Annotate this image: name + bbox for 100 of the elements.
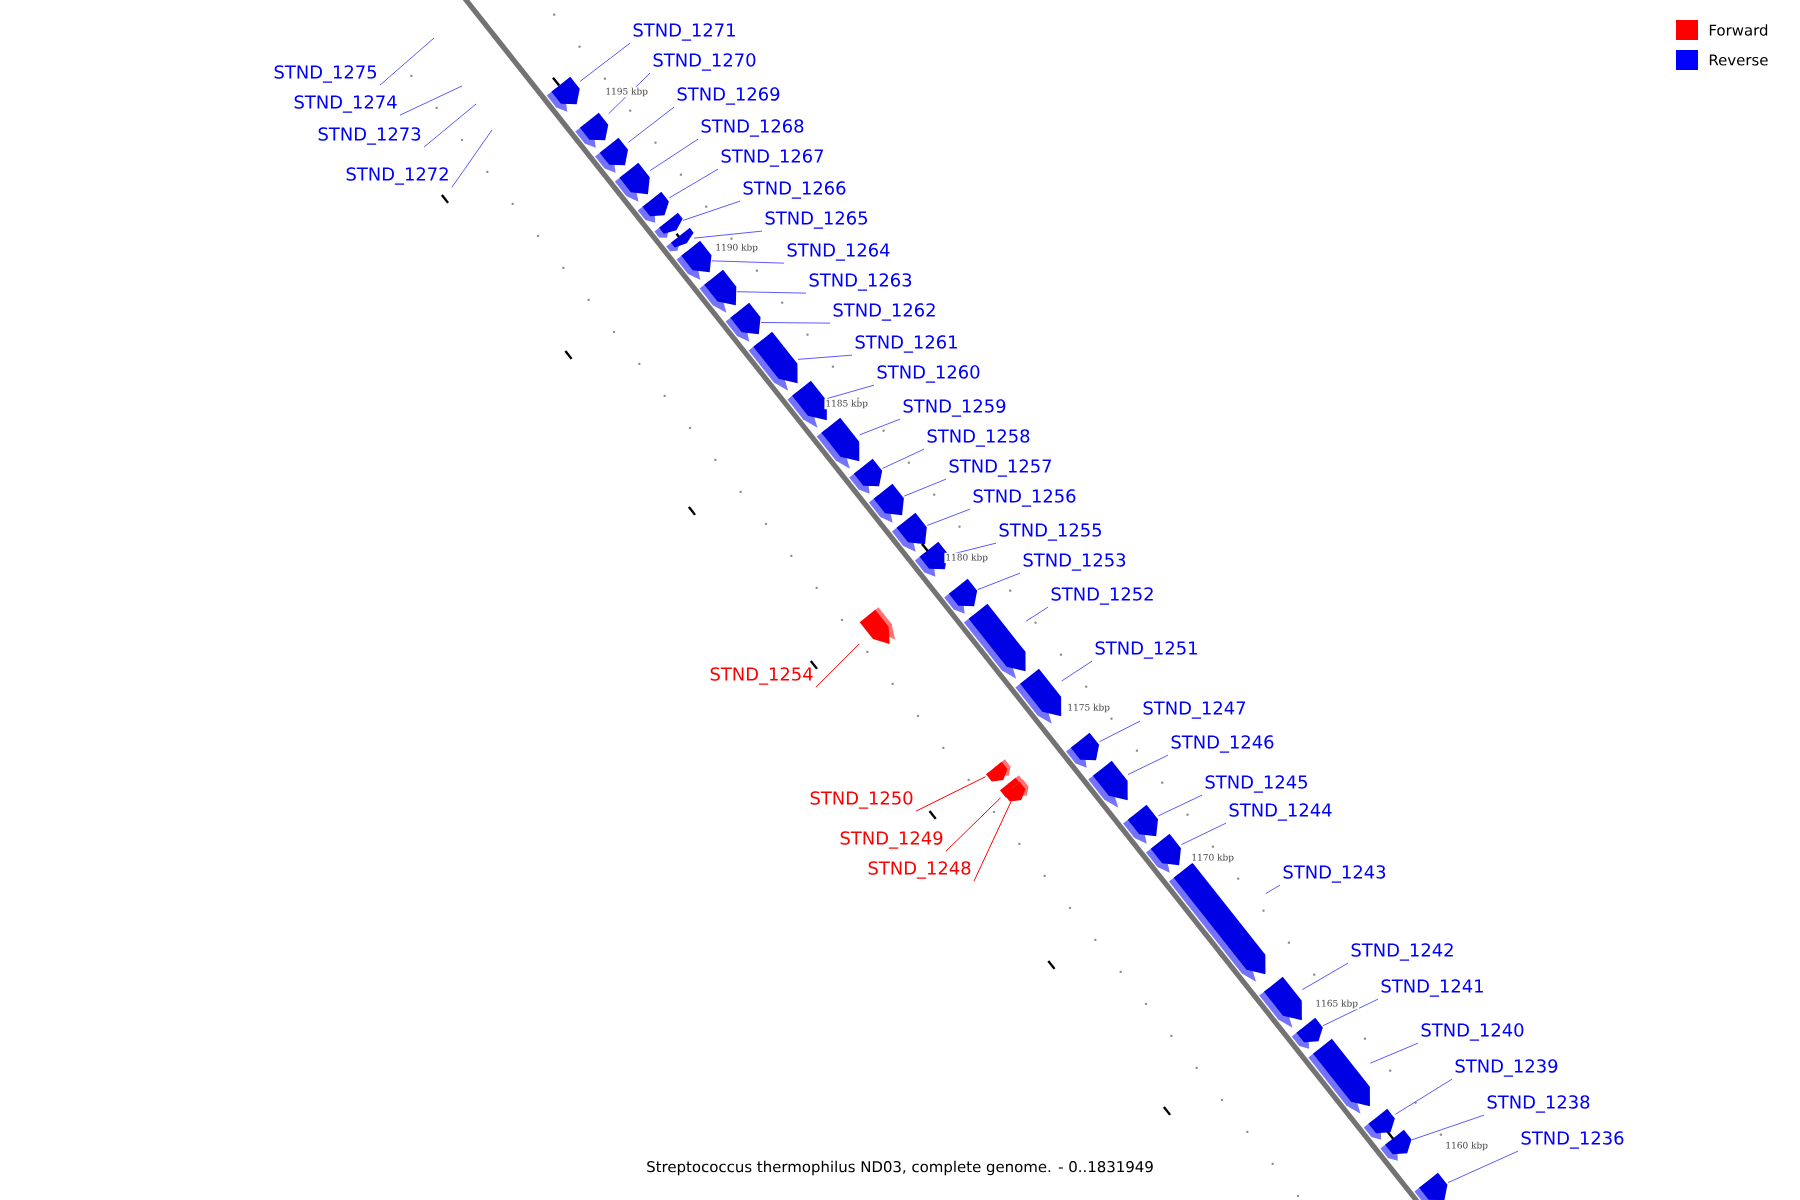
gene-label: STND_1265 xyxy=(765,211,867,229)
gene-feature xyxy=(676,240,712,280)
leader-line xyxy=(736,291,807,294)
gene-label: STND_1267 xyxy=(721,149,824,167)
gene-label: STND_1252 xyxy=(1051,587,1153,605)
leader-line xyxy=(1394,1078,1453,1115)
leader-line xyxy=(711,260,785,264)
gene-label: STND_1269 xyxy=(677,87,780,105)
leader-line xyxy=(1157,794,1203,817)
leader-line xyxy=(882,448,925,469)
gene-feature xyxy=(666,227,694,252)
gene-feature xyxy=(1414,1172,1448,1200)
gene-label: STND_1266 xyxy=(743,181,846,199)
gene-feature xyxy=(546,76,580,112)
leader-line xyxy=(1025,606,1049,622)
gene-feature xyxy=(891,512,927,552)
gene-label: STND_1264 xyxy=(787,243,890,261)
leader-line xyxy=(973,801,1012,882)
leader-line xyxy=(423,103,477,148)
leader-line xyxy=(1447,1150,1519,1184)
gene-feature xyxy=(748,331,798,391)
gene-feature xyxy=(1088,760,1128,808)
gene-label: STND_1259 xyxy=(903,399,1006,417)
leader-line xyxy=(1369,1042,1419,1064)
leader-line xyxy=(608,72,651,115)
gene-label: STND_1270 xyxy=(653,53,756,71)
gene-label: STND_1240 xyxy=(1421,1023,1524,1041)
leader-line xyxy=(1411,1114,1485,1141)
leader-line xyxy=(627,106,675,143)
leader-line xyxy=(826,384,875,400)
leader-line xyxy=(815,643,860,688)
gene-feature xyxy=(637,191,669,223)
leader-line xyxy=(945,797,1001,852)
leader-line xyxy=(668,168,719,199)
leader-line xyxy=(926,508,971,526)
gene-label: STND_1243 xyxy=(1283,865,1386,883)
gene-feature xyxy=(859,607,896,645)
gene-label: STND_1268 xyxy=(701,119,804,137)
leader-line xyxy=(399,85,463,116)
gene-feature xyxy=(914,541,948,577)
leader-line xyxy=(915,776,987,812)
leader-line xyxy=(797,354,853,360)
gene-feature xyxy=(1146,833,1181,873)
gene-label: STND_1253 xyxy=(1023,553,1126,571)
leader-line xyxy=(760,321,831,324)
gene-label: STND_1249 xyxy=(840,831,943,849)
gene-label: STND_1247 xyxy=(1143,701,1245,719)
gene-label: STND_1239 xyxy=(1455,1059,1558,1077)
gene-feature xyxy=(1363,1108,1395,1140)
leader-line xyxy=(903,478,947,497)
leader-line xyxy=(1301,962,1349,991)
gene-feature xyxy=(868,483,904,523)
leader-line xyxy=(451,129,493,188)
gene-label: STND_1261 xyxy=(855,335,957,353)
gene-feature xyxy=(944,578,978,614)
gene-feature xyxy=(725,302,761,342)
leader-line xyxy=(859,418,901,436)
gene-label: STND_1258 xyxy=(927,429,1030,447)
leader-line xyxy=(977,572,1021,591)
gene-label: STND_1273 xyxy=(318,127,421,145)
gene-label: STND_1236 xyxy=(1521,1131,1624,1149)
gene-label: STND_1244 xyxy=(1229,803,1332,821)
gene-feature xyxy=(849,458,883,494)
gene-feature xyxy=(1123,804,1158,844)
gene-label: STND_1272 xyxy=(346,167,448,185)
gene-label: STND_1241 xyxy=(1381,979,1483,997)
gene-label: STND_1255 xyxy=(999,523,1101,541)
leader-line xyxy=(1061,660,1093,682)
gene-feature xyxy=(986,759,1011,782)
gene-label: STND_1256 xyxy=(973,489,1076,507)
gene-label: STND_1250 xyxy=(810,791,913,809)
leader-line xyxy=(693,230,763,239)
gene-feature xyxy=(1291,1017,1323,1049)
gene-label: STND_1251 xyxy=(1095,641,1197,659)
leader-line xyxy=(1265,884,1281,894)
gene-label: STND_1263 xyxy=(809,273,912,291)
gene-feature xyxy=(1015,668,1062,724)
gene-label: STND_1271 xyxy=(633,23,735,41)
gene-label: STND_1238 xyxy=(1487,1095,1590,1113)
leader-line xyxy=(579,42,631,82)
gene-feature xyxy=(816,417,860,469)
gene-label: STND_1262 xyxy=(833,303,935,321)
gene-feature xyxy=(595,137,629,173)
gene-label: STND_1257 xyxy=(949,459,1051,477)
gene-feature xyxy=(1308,1038,1370,1114)
gene-feature xyxy=(1259,976,1302,1028)
gene-label: STND_1254 xyxy=(710,667,813,685)
gene-feature xyxy=(614,162,650,202)
gene-feature xyxy=(654,212,683,238)
gene-feature xyxy=(787,380,827,428)
gene-label: STND_1275 xyxy=(274,65,377,83)
gene-feature xyxy=(699,269,737,313)
leader-line xyxy=(649,138,699,172)
gene-label: STND_1245 xyxy=(1205,775,1307,793)
gene-label: STND_1242 xyxy=(1351,943,1453,961)
gene-feature xyxy=(963,603,1026,679)
leader-line xyxy=(1180,822,1227,846)
gene-feature xyxy=(575,112,609,148)
gene-feature xyxy=(1066,732,1100,768)
leader-line xyxy=(682,200,741,221)
